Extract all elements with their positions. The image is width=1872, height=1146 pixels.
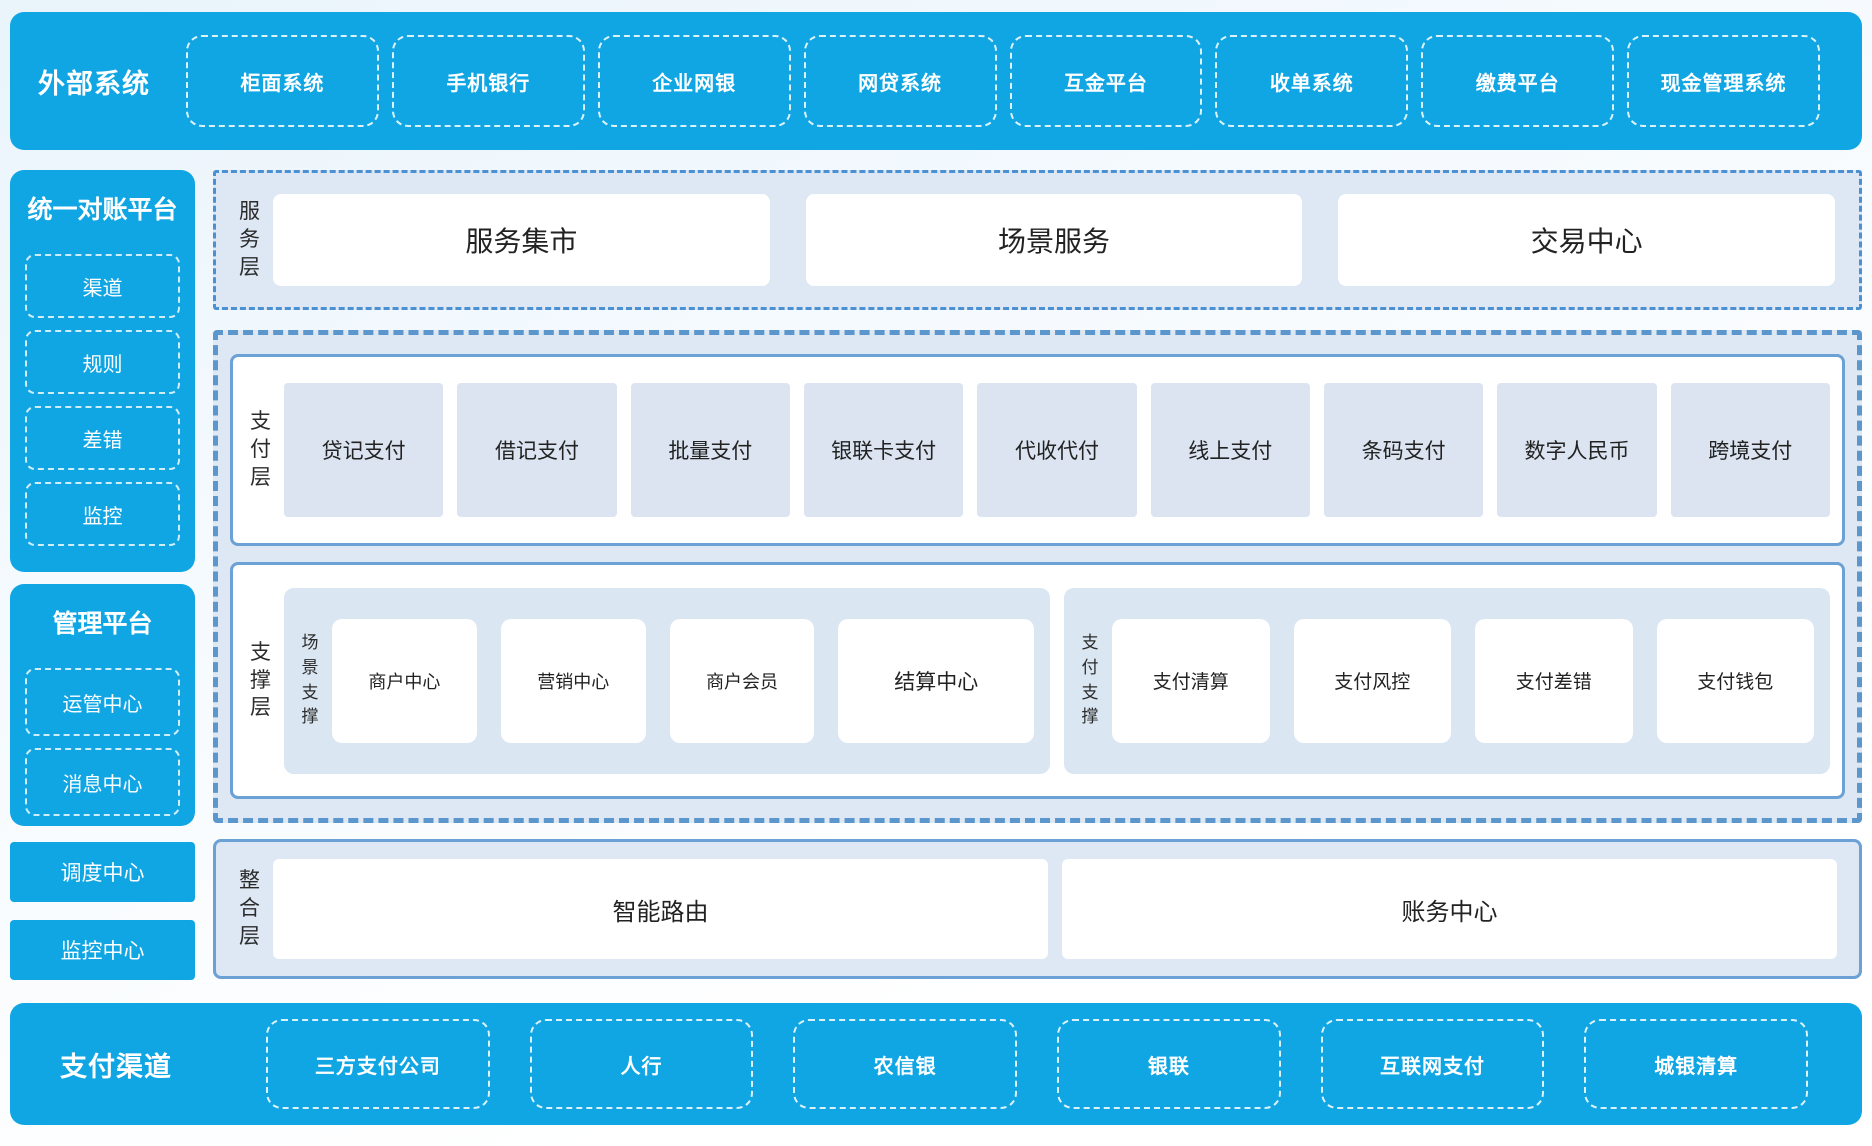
service-tile-market: 服务集市 — [273, 194, 770, 286]
support-layer: 支撑层 场景支撑 商户中心 营销中心 商户会员 结算中心 — [230, 562, 1845, 799]
service-tile-trade: 交易中心 — [1338, 194, 1836, 286]
external-system-counter: 柜面系统 — [186, 35, 379, 127]
integration-layer: 整合层 智能路由 账务中心 — [213, 839, 1862, 979]
channel-internet-payment: 互联网支付 — [1320, 1019, 1545, 1109]
payment-tile-unionpay-card: 银联卡支付 — [803, 383, 964, 517]
left-column: 统一对账平台 渠道 规则 差错 监控 管理平台 运管中心 消息中心 调度中心 监… — [10, 170, 195, 982]
reconciliation-item-monitor: 监控 — [25, 482, 180, 546]
reconciliation-item-channel: 渠道 — [25, 254, 180, 318]
support-tile-payment-wallet: 支付钱包 — [1656, 618, 1814, 743]
scenario-support-label: 场景支撑 — [301, 633, 319, 727]
management-platform-title: 管理平台 — [52, 610, 153, 638]
support-tile-merchant-member: 商户会员 — [669, 618, 815, 743]
payment-channels-items: 三方支付公司 人行 农信银 银联 互联网支付 城银清算 — [266, 1019, 1809, 1109]
external-system-acquiring: 收单系统 — [1215, 35, 1409, 127]
channel-rural-credit-bank: 农信银 — [793, 1019, 1018, 1109]
payment-tile-barcode: 条码支付 — [1323, 383, 1484, 517]
core-layers-frame: 支付层 贷记支付 借记支付 批量支付 银联卡支付 代收代付 线上支付 条码支付 … — [213, 330, 1862, 823]
payment-layer-label: 支付层 — [250, 410, 271, 489]
external-systems-title: 外部系统 — [38, 68, 150, 99]
integration-tile-smart-routing: 智能路由 — [273, 859, 1048, 959]
main-column: 服务层 服务集市 场景服务 交易中心 支付层 贷记支付 借记支付 批量支付 银联… — [213, 170, 1862, 982]
reconciliation-platform-panel: 统一对账平台 渠道 规则 差错 监控 — [10, 170, 195, 572]
external-system-internet-finance: 互金平台 — [1009, 35, 1203, 127]
external-systems-items: 柜面系统 手机银行 企业网银 网贷系统 互金平台 收单系统 缴费平台 现金管理系… — [186, 35, 1820, 127]
payment-tile-digital-rmb: 数字人民币 — [1497, 383, 1657, 517]
integration-layer-label: 整合层 — [239, 869, 260, 948]
middle-region: 统一对账平台 渠道 规则 差错 监控 管理平台 运管中心 消息中心 调度中心 监… — [10, 170, 1862, 982]
external-system-mobile-banking: 手机银行 — [391, 35, 585, 127]
support-tile-settlement-center: 结算中心 — [838, 618, 1034, 743]
reconciliation-item-rules: 规则 — [25, 330, 180, 394]
payment-layer-tiles: 贷记支付 借记支付 批量支付 银联卡支付 代收代付 线上支付 条码支付 数字人民… — [284, 383, 1830, 517]
reconciliation-item-errors: 差错 — [25, 406, 180, 470]
payment-channels-bar: 支付渠道 三方支付公司 人行 农信银 银联 互联网支付 城银清算 — [10, 1003, 1862, 1125]
support-layer-label: 支撑层 — [250, 640, 271, 720]
payment-tile-online: 线上支付 — [1150, 383, 1310, 517]
scenario-support-tiles: 商户中心 营销中心 商户会员 结算中心 — [332, 618, 1034, 743]
support-tile-payment-errors: 支付差错 — [1475, 618, 1633, 743]
external-system-corporate-ebank: 企业网银 — [597, 35, 791, 127]
external-system-cash-management: 现金管理系统 — [1627, 35, 1820, 127]
integration-layer-tiles: 智能路由 账务中心 — [273, 859, 1837, 959]
channel-unionpay: 银联 — [1057, 1019, 1281, 1109]
payment-tile-credit: 贷记支付 — [284, 383, 444, 517]
payment-channels-title: 支付渠道 — [60, 1051, 172, 1082]
support-tile-merchant-center: 商户中心 — [332, 618, 477, 743]
external-systems-bar: 外部系统 柜面系统 手机银行 企业网银 网贷系统 互金平台 收单系统 缴费平台 … — [10, 12, 1862, 150]
support-tile-marketing-center: 营销中心 — [500, 618, 646, 743]
channel-third-party-payment: 三方支付公司 — [266, 1019, 490, 1109]
payment-tile-cross-border: 跨境支付 — [1670, 383, 1830, 517]
channel-city-bank-clearing: 城银清算 — [1584, 1019, 1809, 1109]
payment-tile-debit: 借记支付 — [457, 383, 617, 517]
channel-pboc: 人行 — [529, 1019, 754, 1109]
external-system-bill-payment: 缴费平台 — [1421, 35, 1615, 127]
service-tile-scenario: 场景服务 — [805, 194, 1303, 286]
payment-support-label: 支付支撑 — [1081, 633, 1099, 727]
service-layer-tiles: 服务集市 场景服务 交易中心 — [273, 194, 1836, 286]
payment-support-group: 支付支撑 支付清算 支付风控 支付差错 支付钱包 — [1064, 587, 1830, 774]
payment-tile-collection: 代收代付 — [977, 383, 1137, 517]
support-tile-payment-risk: 支付风控 — [1293, 618, 1451, 743]
service-layer-label: 服务层 — [239, 200, 260, 279]
external-system-online-lending: 网贷系统 — [803, 35, 997, 127]
integration-tile-accounting-center: 账务中心 — [1062, 859, 1837, 959]
reconciliation-platform-title: 统一对账平台 — [27, 196, 178, 224]
payment-layer: 支付层 贷记支付 借记支付 批量支付 银联卡支付 代收代付 线上支付 条码支付 … — [230, 354, 1845, 546]
management-platform-panel: 管理平台 运管中心 消息中心 — [10, 584, 195, 826]
scenario-support-group: 场景支撑 商户中心 营销中心 商户会员 结算中心 — [284, 587, 1050, 774]
management-item-messaging: 消息中心 — [25, 748, 180, 816]
payment-tile-batch: 批量支付 — [630, 383, 790, 517]
service-layer: 服务层 服务集市 场景服务 交易中心 — [213, 170, 1862, 310]
payment-support-tiles: 支付清算 支付风控 支付差错 支付钱包 — [1112, 618, 1814, 743]
support-tile-payment-clearing: 支付清算 — [1112, 618, 1270, 743]
support-layer-groups: 场景支撑 商户中心 营销中心 商户会员 结算中心 支付支撑 支付清算 — [284, 587, 1830, 774]
scheduling-center-box: 调度中心 — [10, 842, 195, 902]
management-item-operations: 运管中心 — [25, 668, 180, 736]
monitoring-center-box: 监控中心 — [10, 920, 195, 980]
